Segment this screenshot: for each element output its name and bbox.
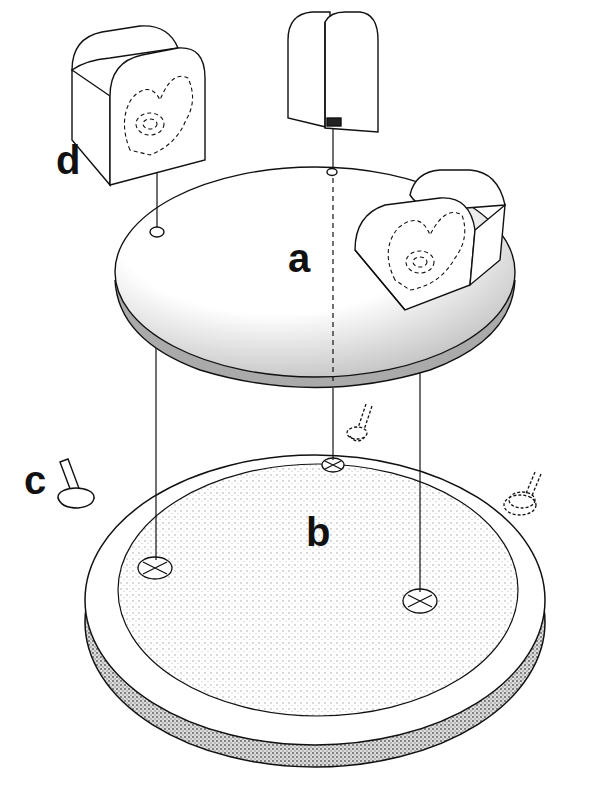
top-disk	[115, 167, 515, 388]
screw	[58, 459, 94, 508]
part-letter: c	[24, 460, 46, 500]
part-letter: a	[288, 238, 310, 278]
screw-holes	[138, 458, 437, 613]
base-plate	[85, 455, 545, 767]
hidden-screws	[347, 404, 541, 515]
part-letter: d	[56, 140, 80, 180]
part-letter: b	[306, 512, 330, 552]
mounting-block	[355, 170, 505, 310]
mounting-block	[72, 26, 205, 185]
mounting-block	[288, 12, 378, 132]
assembly-lines-upper	[157, 128, 333, 385]
